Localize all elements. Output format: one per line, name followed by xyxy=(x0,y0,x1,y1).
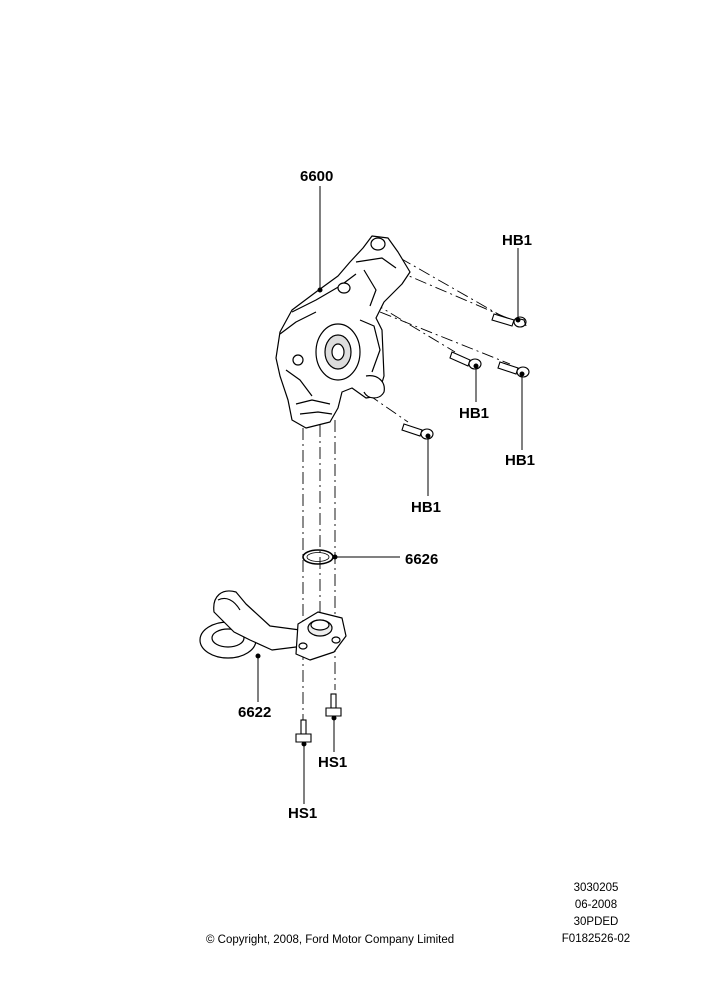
screw-hs1-right xyxy=(325,693,342,717)
callout-6622: 6622 xyxy=(238,704,271,721)
o-ring xyxy=(302,549,334,565)
callout-hb1-low: HB1 xyxy=(411,499,441,516)
callout-hb1-top: HB1 xyxy=(502,232,532,249)
oil-pickup-tube xyxy=(199,590,347,661)
ref-code-3: 30PDED xyxy=(573,916,619,928)
leader-lines xyxy=(255,186,525,804)
callout-hb1-mid: HB1 xyxy=(459,405,489,422)
ref-code-1: 3030205 xyxy=(573,882,619,894)
ref-code-2: 06-2008 xyxy=(574,899,618,911)
bolt-hb1-top xyxy=(491,313,527,328)
callout-hs1-right: HS1 xyxy=(318,754,347,771)
oil-pump-housing xyxy=(275,235,411,429)
callout-hb1-right: HB1 xyxy=(505,452,535,469)
ref-code-4: F0182526-02 xyxy=(561,933,631,945)
screw-hs1-left xyxy=(295,719,312,743)
copyright-notice: © Copyright, 2008, Ford Motor Company Li… xyxy=(206,934,455,946)
reference-codes: 3030205 06-2008 30PDED F0182526-02 xyxy=(556,880,636,948)
callout-6600: 6600 xyxy=(300,168,333,185)
callout-6626: 6626 xyxy=(405,551,438,568)
callout-hs1-left: HS1 xyxy=(288,805,317,822)
